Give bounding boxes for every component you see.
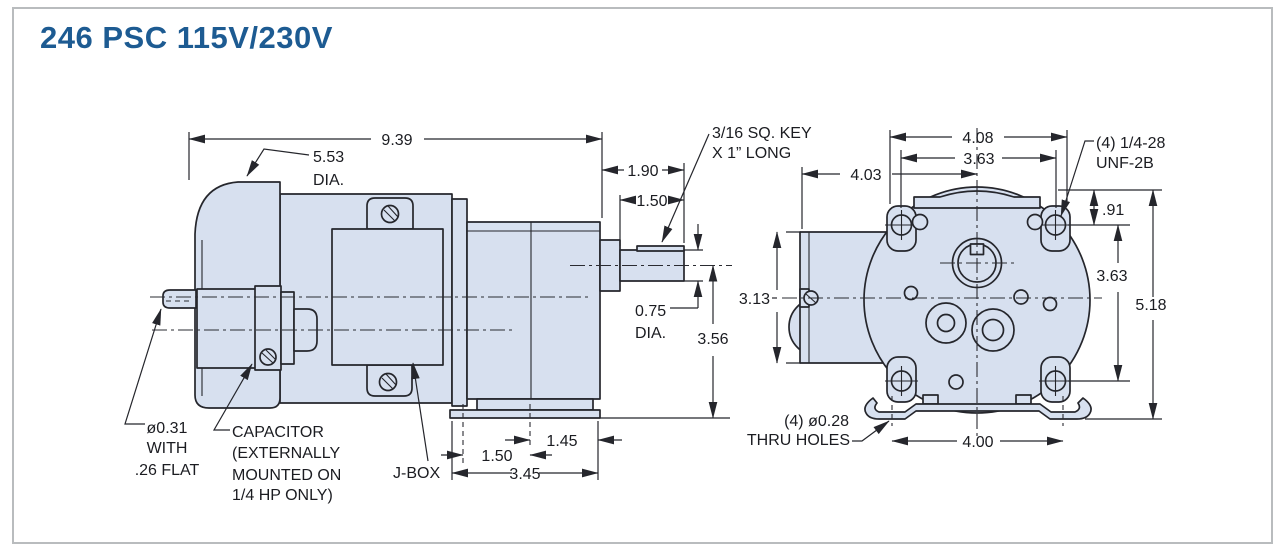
clamp-screw-icon: [259, 348, 277, 366]
tap-note-line1: (4) 1/4-28: [1096, 135, 1165, 152]
rear-shaft-note-line1: ø0.31: [147, 420, 188, 437]
rear-shaft-stub: [162, 289, 197, 309]
key-note-line1: 3/16 SQ. KEY: [712, 125, 812, 142]
page-title: 246 PSC 115V/230V: [40, 20, 333, 55]
dim-bolt-width-outer-text: 4.08: [962, 130, 993, 147]
dim-shaft-usable: 1.50: [619, 193, 685, 246]
dim-motor-height: 3.13: [739, 231, 801, 364]
face-lugs: [885, 205, 1072, 403]
dim-depth-to-center: 4.03: [801, 167, 978, 229]
capacitor-terminal: [293, 308, 318, 352]
dim-foot-hole-spacing: 4.00: [891, 434, 1064, 451]
dim-shaft-dia-value: 0.75: [635, 303, 666, 320]
capacitor-note-line3: MOUNTED ON: [232, 467, 341, 484]
capacitor-end-cap: [280, 291, 295, 365]
top-screw-hatch: [383, 205, 399, 222]
thru-note-line1: (4) ø0.28: [784, 413, 849, 430]
dim-shaft-extension-text: 1.90: [627, 163, 658, 180]
dim-bolt-spacing-horiz-text: 3.63: [963, 151, 994, 168]
dim-bell-diameter: 5.53 DIA.: [246, 148, 344, 189]
dim-base-group: 1.45 1.50 3.45: [441, 404, 622, 483]
dim-overall-length-text: 9.39: [381, 132, 412, 149]
dim-bell-dia-suffix: DIA.: [313, 172, 344, 189]
boss-left-inner: [936, 313, 956, 333]
dim-hole-top-offset-text: .91: [1102, 202, 1124, 219]
clamp-screw-hatch: [261, 349, 277, 364]
dim-base-slot-right-text: 1.45: [546, 433, 577, 450]
dim-shaft-center-height: 3.56: [600, 264, 730, 419]
jbox-label-text: J-BOX: [393, 465, 440, 482]
dim-motor-height-text: 3.13: [739, 291, 770, 308]
capacitor-body: [196, 288, 258, 369]
dim-bolt-spacing-vert: 3.63: [1068, 224, 1130, 382]
note-rear-shaft: ø0.31 WITH .26 FLAT: [124, 308, 200, 479]
capacitor-note-line1: CAPACITOR: [232, 424, 324, 441]
note-thru-holes: (4) ø0.28 THRU HOLES: [747, 413, 890, 449]
capacitor-note-line2: (EXTERNALLY: [232, 445, 341, 462]
dim-shaft-diameter: 0.75 DIA.: [635, 224, 703, 342]
note-jbox: J-BOX: [393, 362, 440, 482]
bracket-clip-left: [922, 394, 939, 405]
base-pad: [476, 398, 594, 411]
note-square-key: 3/16 SQ. KEY X 1” LONG: [661, 125, 812, 243]
capacitor-note-line4: 1/4 HP ONLY): [232, 487, 333, 504]
base-plate: [449, 409, 601, 419]
rear-shaft-note-line2: WITH: [147, 440, 188, 457]
tapped-holes: [885, 210, 1072, 396]
note-tapped-holes: (4) 1/4-28 UNF-2B: [1060, 135, 1165, 217]
tap-note-line2: UNF-2B: [1096, 155, 1154, 172]
dim-overall-height: 5.18: [1085, 189, 1167, 420]
dim-bolt-spacing-vert-text: 3.63: [1096, 268, 1127, 285]
dim-depth-to-center-text: 4.03: [850, 167, 881, 184]
dim-bell-dia-value: 5.53: [313, 149, 344, 166]
thru-note-line2: THRU HOLES: [747, 432, 850, 449]
bracket-clip-right: [1015, 394, 1032, 405]
end-view: 4.08 3.63 4.03 (4) 1/4-28 UNF-2B .91: [739, 128, 1167, 451]
adapter-flange: [451, 198, 468, 407]
dim-overall-height-text: 5.18: [1135, 297, 1166, 314]
dim-base-slot-left-text: 1.50: [481, 448, 512, 465]
gear-housing-seams: [467, 222, 600, 399]
dim-foot-hole-spacing-text: 4.00: [962, 434, 993, 451]
top-lug-screw-icon: [380, 204, 400, 224]
dim-overall-length: 9.39: [188, 132, 603, 218]
dim-bolt-width-outer: 4.08: [889, 130, 1068, 204]
key-note-line2: X 1” LONG: [712, 145, 791, 162]
bottom-lug-screw-icon: [378, 372, 398, 392]
dim-shaft-dia-suffix: DIA.: [635, 325, 666, 342]
gear-housing: [466, 221, 601, 400]
side-view: 9.39 5.53 DIA. 1.90 1.50 3/16 SQ. KEY X …: [124, 125, 812, 504]
dim-shaft-center-height-text: 3.56: [697, 331, 728, 348]
dim-shaft-usable-text: 1.50: [636, 193, 667, 210]
dim-base-length-text: 3.45: [509, 466, 540, 483]
bottom-screw-hatch: [381, 373, 397, 390]
foot-hole-marks: [891, 396, 1064, 426]
note-capacitor: CAPACITOR (EXTERNALLY MOUNTED ON 1/4 HP …: [212, 363, 341, 504]
rear-shaft-note-line3: .26 FLAT: [135, 462, 200, 479]
boss-right-inner: [981, 318, 1005, 342]
shaft-key: [636, 245, 685, 252]
dim-bolt-spacing-horiz: 3.63: [900, 150, 1057, 208]
mounting-bracket: [864, 397, 1092, 420]
